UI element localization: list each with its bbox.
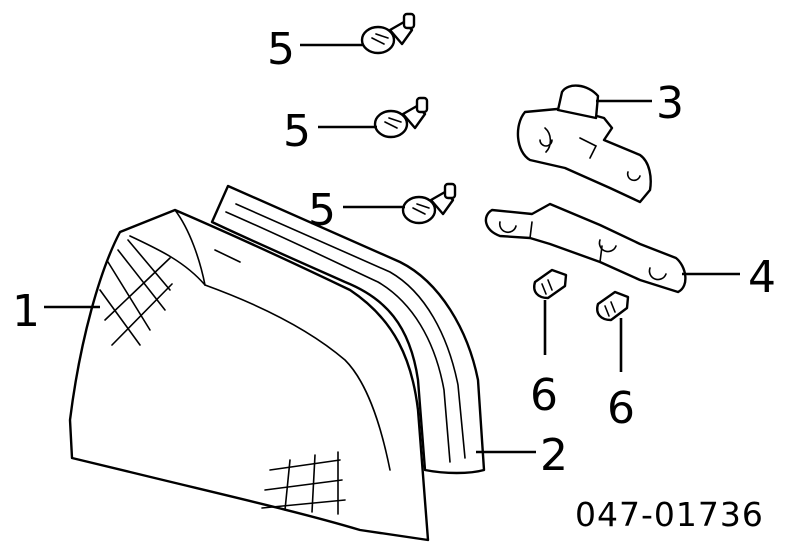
diagram-code: 047-01736 [575, 495, 764, 534]
bulb-5-middle [373, 96, 429, 139]
small-bulb-6-left [533, 268, 568, 300]
small-bulb-6-right [596, 290, 630, 322]
bulb-5-lower [401, 182, 457, 225]
callout-small-bulb-right: 6 [607, 383, 635, 434]
lens-housing-part [68, 208, 430, 542]
callout-bulb-plate: 4 [748, 252, 776, 303]
socket-bracket-part [516, 84, 652, 204]
gasket-part [210, 184, 486, 475]
callout-small-bulb-left: 6 [530, 370, 558, 421]
bulb-5-top [360, 12, 416, 55]
callout-socket-bracket: 3 [656, 78, 684, 129]
callout-bulb-lower: 5 [308, 185, 336, 236]
callout-gasket: 2 [540, 430, 568, 481]
callout-bulb-middle: 5 [283, 106, 311, 157]
callout-lens: 1 [12, 286, 40, 337]
callout-bulb-top: 5 [267, 24, 295, 75]
leader-lines [44, 43, 740, 454]
bulb-plate-part [484, 202, 687, 294]
